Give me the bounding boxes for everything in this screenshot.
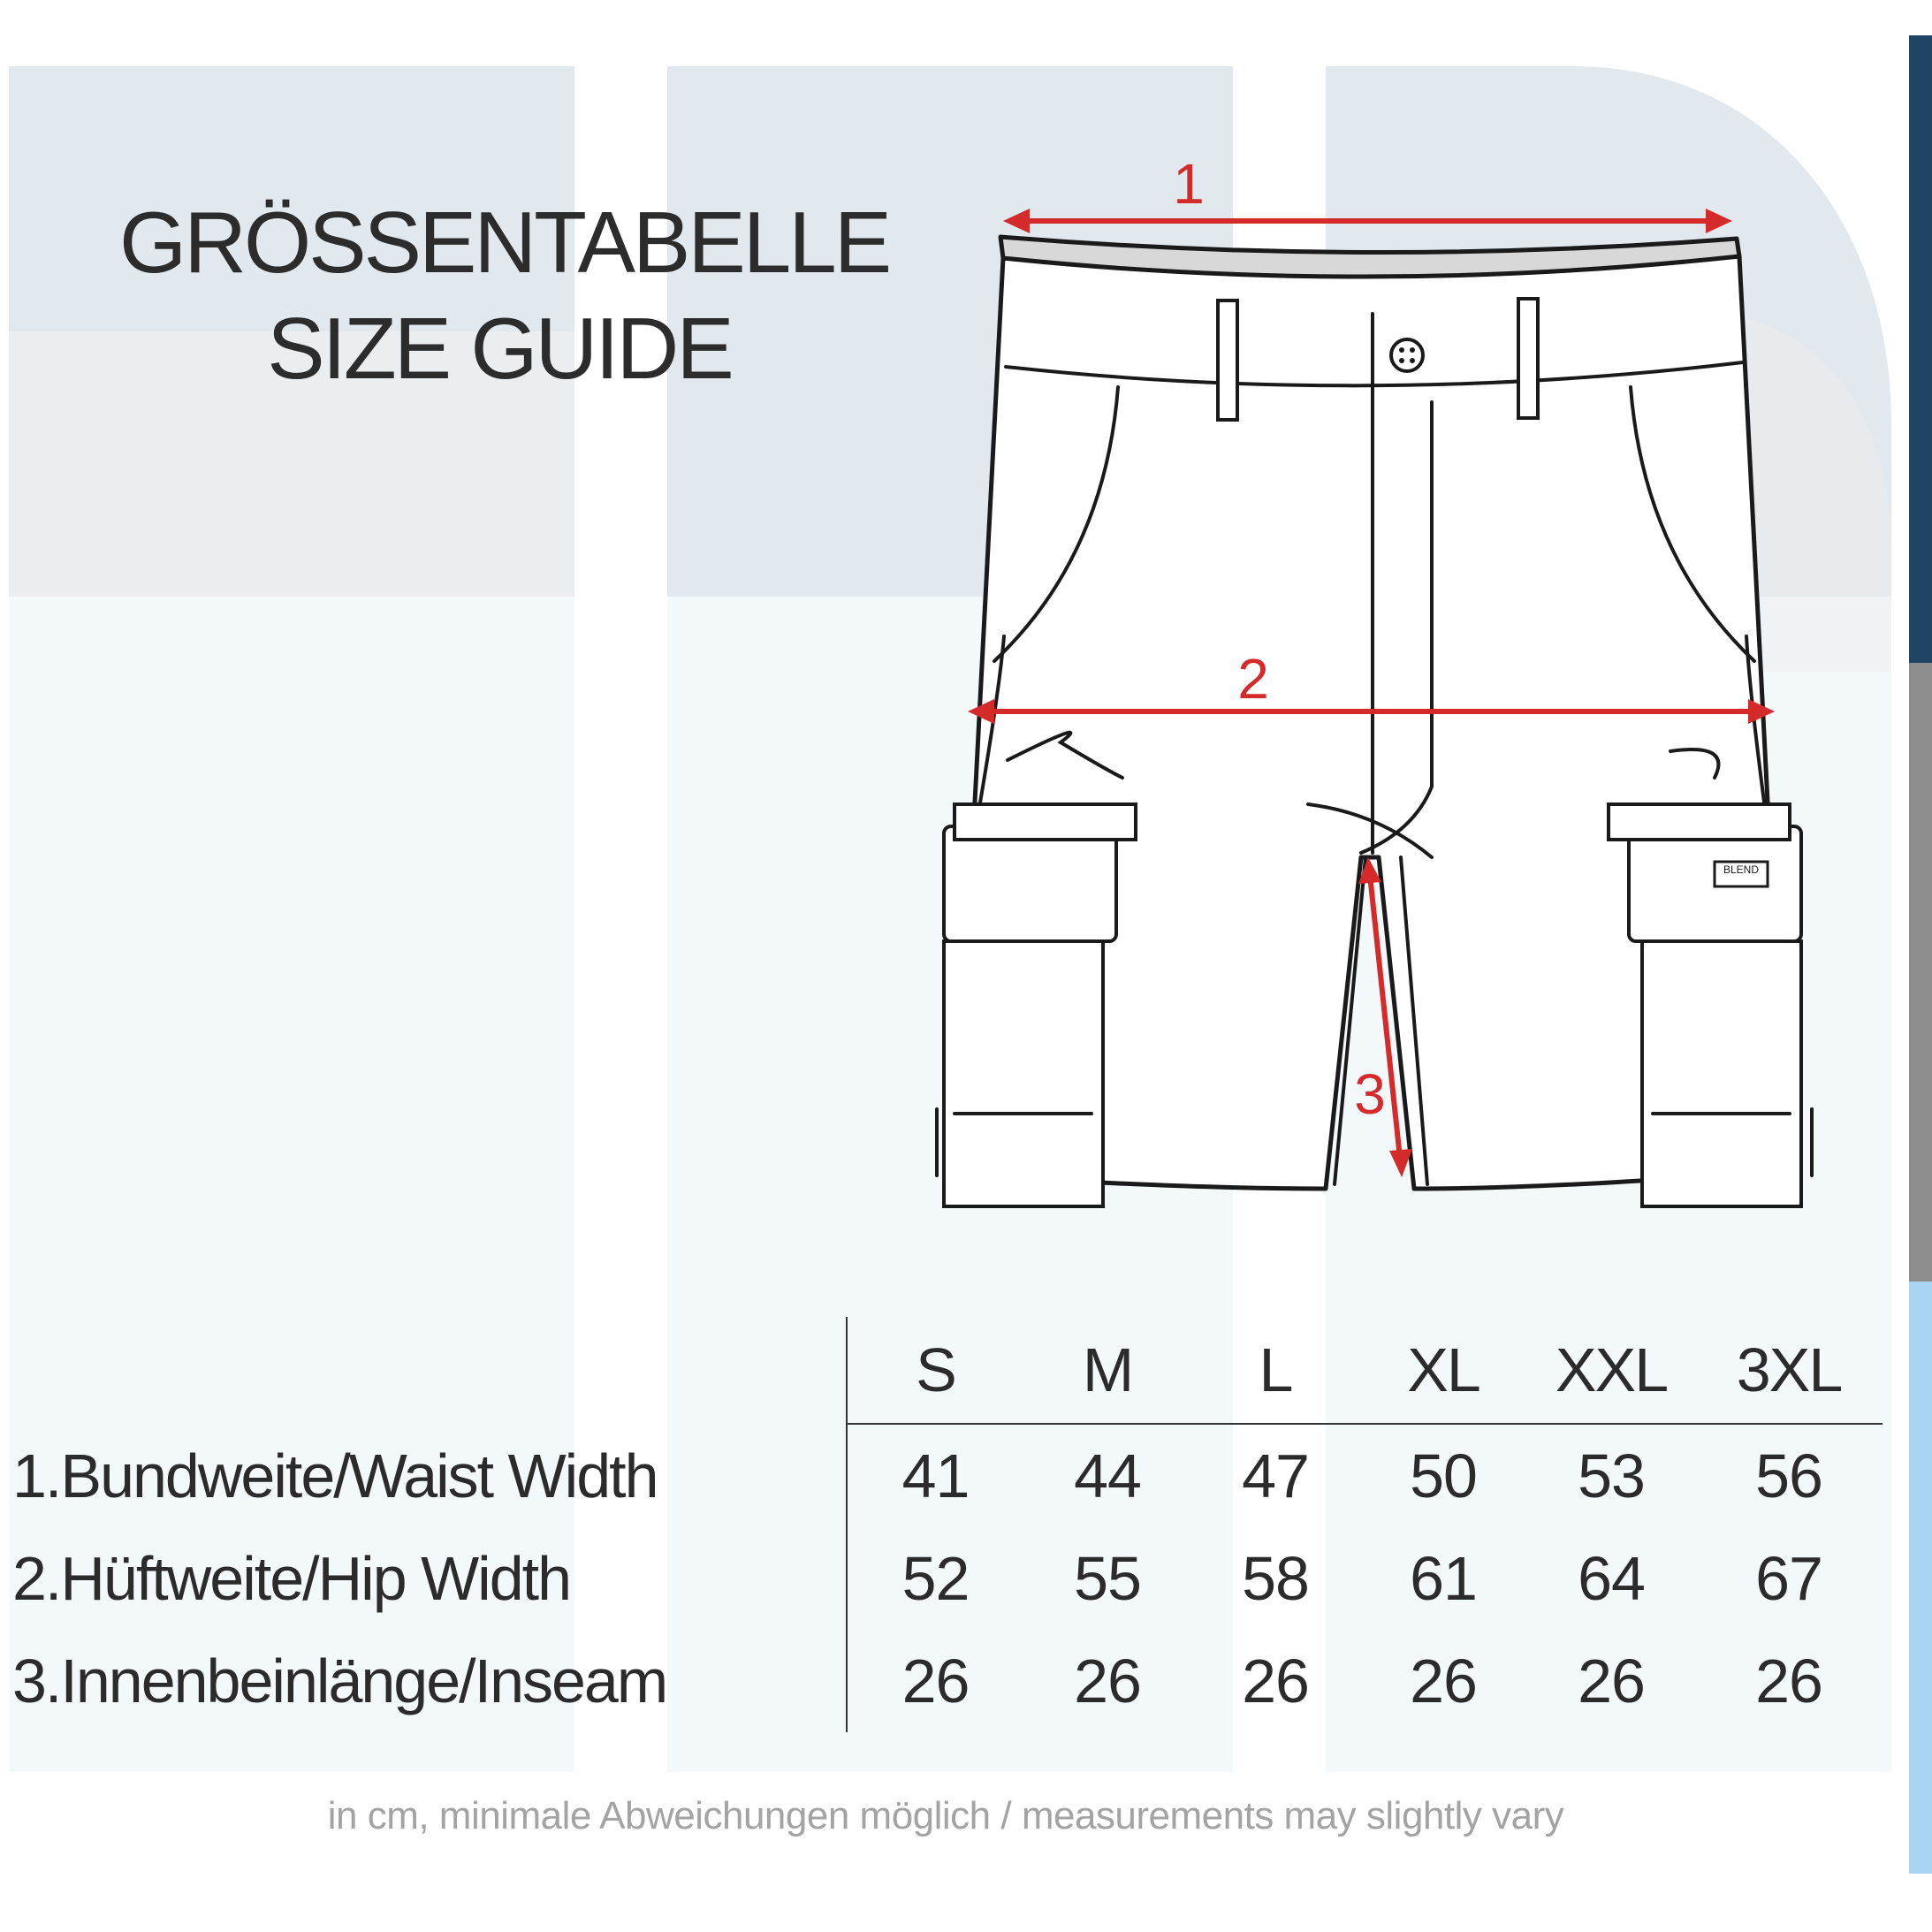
button-icon: [1389, 338, 1425, 373]
table-cell: 26: [1755, 1647, 1823, 1715]
row-label: 2.Hüftweite/Hip Width: [0, 1527, 848, 1630]
size-header-xl: XL: [1359, 1317, 1527, 1425]
size-header-xxl: XXL: [1527, 1317, 1695, 1425]
table-cell: 26: [1410, 1647, 1478, 1715]
table-cell: 26: [1242, 1647, 1310, 1715]
table-cell: 52: [901, 1544, 970, 1613]
table-cell: 26: [1578, 1647, 1646, 1715]
table-row-inseam: 3.Innenbeinlänge/Inseam 26 26 26 26 26 2…: [0, 1630, 1883, 1732]
size-header-row: S M L XL XXL 3XL: [0, 1317, 1883, 1425]
right-color-bar: [1909, 35, 1932, 1874]
marker-1: 1: [1173, 152, 1205, 216]
table-cell: 55: [1074, 1544, 1142, 1613]
marker-3: 3: [1354, 1062, 1386, 1126]
size-header-l: L: [1191, 1317, 1359, 1425]
page-title: GRÖSSENTABELLE: [119, 194, 892, 291]
shorts-technical-drawing: BLEND 1 2 3: [935, 152, 1814, 1208]
table-cell: 26: [901, 1647, 970, 1715]
table-cell: 64: [1578, 1544, 1646, 1613]
table-cell: 56: [1755, 1441, 1823, 1510]
brand-patch-label: BLEND: [1723, 863, 1759, 876]
table-cell: 44: [1074, 1441, 1142, 1510]
table-cell: 50: [1410, 1441, 1478, 1510]
marker-2: 2: [1237, 647, 1269, 711]
table-cell: 58: [1242, 1544, 1310, 1613]
measurement-footnote: in cm, minimale Abweichungen möglich / m…: [327, 1794, 1564, 1837]
table-row-waist: 1.Bundweite/Waist Width 41 44 47 50 53 5…: [0, 1424, 1883, 1527]
size-header-s: S: [847, 1317, 1023, 1425]
table-cell: 47: [1242, 1441, 1310, 1510]
size-header-3xl: 3XL: [1695, 1317, 1883, 1425]
size-header-m: M: [1023, 1317, 1191, 1425]
table-cell: 61: [1410, 1544, 1478, 1613]
table-cell: 26: [1074, 1647, 1142, 1715]
table-corner: [0, 1317, 848, 1424]
table-row-hip: 2.Hüftweite/Hip Width 52 55 58 61 64 67: [0, 1527, 1883, 1630]
table-cell: 53: [1578, 1441, 1646, 1510]
table-cell: 67: [1755, 1544, 1823, 1613]
page-subtitle: SIZE GUIDE: [267, 300, 734, 397]
row-label: 1.Bundweite/Waist Width: [0, 1424, 848, 1527]
size-table: S M L XL XXL 3XL 1.Bundweite/Waist Width…: [0, 1317, 1883, 1732]
table-cell: 41: [901, 1441, 970, 1510]
row-label: 3.Innenbeinlänge/Inseam: [0, 1630, 848, 1732]
